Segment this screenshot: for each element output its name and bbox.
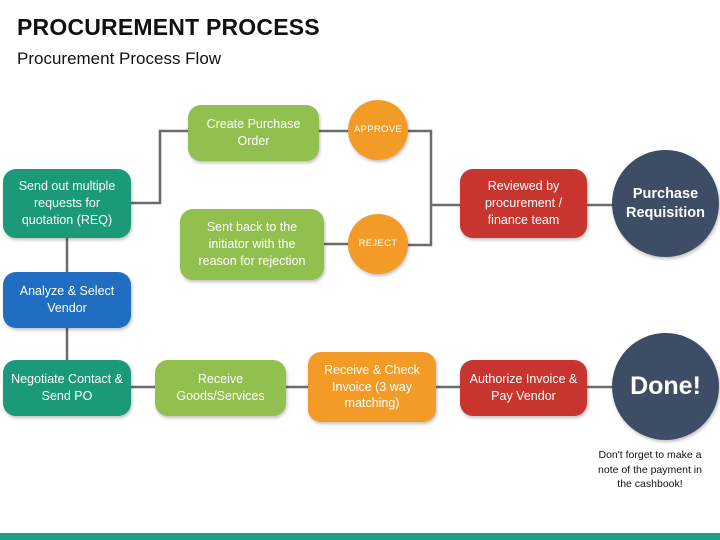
reject-label: REJECT [358,237,398,249]
negotiate-label: Negotiate Contact & Send PO [11,372,123,403]
connector-approve-to-reviewed [407,129,433,247]
send-requests-label: Send out multiple requests for quotation… [18,179,116,227]
page-subtitle: Procurement Process Flow [17,49,222,68]
receive-goods-label: Receive Goods/Services [176,372,265,403]
sent-back-label: Sent back to the initiator with the reas… [198,220,306,268]
authorize-invoice-node: Authorize Invoice & Pay Vendor [460,360,587,416]
page-title: PROCUREMENT PROCESS [17,14,320,40]
receive-goods-node: Receive Goods/Services [155,360,286,416]
create-po-node: Create Purchase Order [188,105,319,161]
done-node: Done! [612,333,719,440]
approve-decision-node: APPROVE [348,100,408,160]
cashbook-note: Don't forget to make a note of the payme… [598,449,702,491]
connector-requests-to-create-po [130,129,188,205]
purchase-requisition-node: Purchase Requisition [612,150,719,257]
receive-invoice-label: Receive & Check Invoice (3 way matching) [324,362,420,411]
reject-decision-node: REJECT [348,214,408,274]
create-po-label: Create Purchase Order [206,117,301,148]
negotiate-node: Negotiate Contact & Send PO [3,360,131,416]
receive-invoice-node: Receive & Check Invoice (3 way matching) [308,352,436,422]
approve-label: APPROVE [353,123,403,135]
purchase-requisition-label: Purchase Requisition [626,185,705,221]
done-label: Done! [630,371,701,400]
authorize-invoice-label: Authorize Invoice & Pay Vendor [469,372,578,403]
analyze-vendor-node: Analyze & Select Vendor [3,272,131,328]
footer-bar [0,533,720,540]
reviewed-label: Reviewed by procurement / finance team [484,179,563,227]
sent-back-node: Sent back to the initiator with the reas… [180,209,324,280]
send-requests-node: Send out multiple requests for quotation… [3,169,131,238]
analyze-vendor-label: Analyze & Select Vendor [19,284,115,315]
reviewed-node: Reviewed by procurement / finance team [460,169,587,238]
